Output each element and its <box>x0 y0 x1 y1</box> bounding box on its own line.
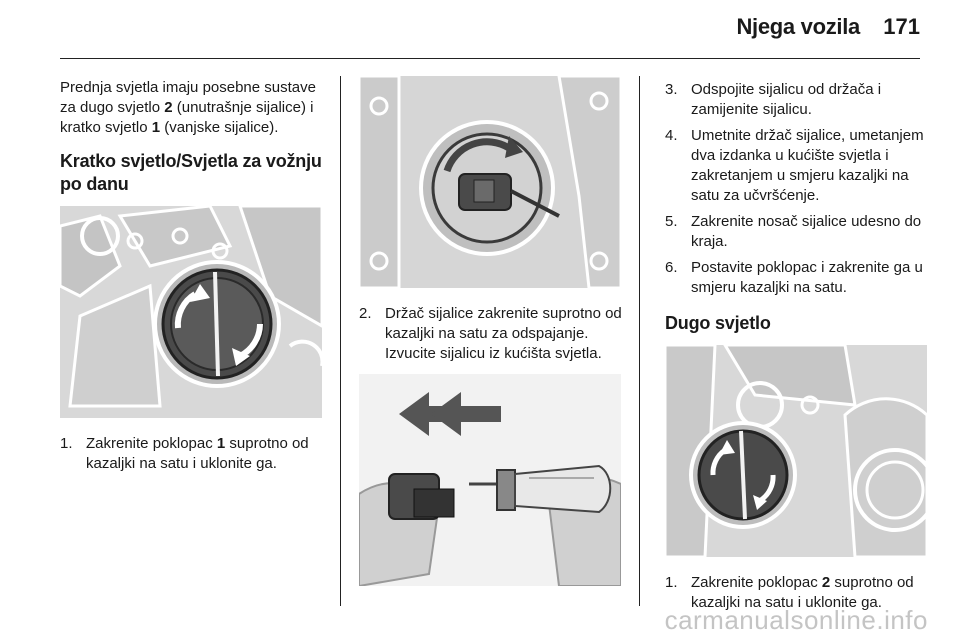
step-4: 4. Umetnite držač sijalice, umetanjem dva… <box>665 126 927 206</box>
step-text: Odspojite sijalicu od držača i zamijenit… <box>691 81 882 118</box>
low-beam-steps: 1. Zakrenite poklopac 1 suprotno od kazal… <box>60 434 328 474</box>
step-1: 1. Zakrenite poklopac 1 suprotno od kazal… <box>60 434 328 474</box>
step-5: 5. Zakrenite nosač sijalice udesno do kra… <box>665 212 927 252</box>
step-1: 1. Zakrenite poklopac 2 suprotno od kazal… <box>665 573 927 613</box>
page-number: 171 <box>883 14 920 39</box>
bulb-holder-illustration <box>359 76 621 288</box>
right-column: 3. Odspojite sijalicu od držača i zamijen… <box>665 80 927 613</box>
step-number: 2. <box>359 305 372 322</box>
column-divider-1 <box>340 76 341 606</box>
intro-ref-1: 1 <box>151 119 161 136</box>
step-text-2: suprotno od kazaljki na satu i uklonite … <box>691 574 914 611</box>
intro-paragraph: Prednja svjetla imaju posebne sustave za… <box>60 78 328 138</box>
high-beam-cover-illustration <box>665 345 927 557</box>
header-rule <box>60 58 920 59</box>
step-text-1: Zakrenite poklopac <box>691 574 822 591</box>
step-text: Zakrenite nosač sijalice udesno do kraja… <box>691 213 922 250</box>
step-number: 4. <box>665 127 678 144</box>
step-number: 3. <box>665 81 678 98</box>
step-3: 3. Odspojite sijalicu od držača i zamijen… <box>665 80 927 120</box>
step-ref: 2 <box>821 574 831 591</box>
bulb-removal-illustration <box>359 374 621 586</box>
high-beam-steps: 1. Zakrenite poklopac 2 suprotno od kazal… <box>665 573 927 613</box>
high-beam-heading: Dugo svjetlo <box>665 313 771 333</box>
step-number: 1. <box>60 435 73 452</box>
column-divider-2 <box>639 76 640 606</box>
step-text: Postavite poklopac i zakrenite ga u smje… <box>691 259 923 296</box>
step-6: 6. Postavite poklopac i zakrenite ga u sm… <box>665 258 927 298</box>
low-beam-cover-illustration <box>60 206 322 418</box>
step-number: 1. <box>665 574 678 591</box>
step-number: 6. <box>665 259 678 276</box>
step-2: 2. Držač sijalice zakrenite suprotno od k… <box>359 304 625 364</box>
intro-text-3: (vanjske sijalice). <box>160 119 279 136</box>
step-text: Držač sijalice zakrenite suprotno od kaz… <box>385 305 622 362</box>
step-ref: 1 <box>216 435 226 452</box>
step-text-2: suprotno od kazaljki na satu i uklonite … <box>86 435 309 472</box>
low-beam-heading: Kratko svjetlo/Svjetla za vožnju po danu <box>60 151 322 194</box>
step-text-1: Zakrenite poklopac <box>86 435 217 452</box>
page-header-title: Njega vozila <box>736 14 860 39</box>
middle-column: 2. Držač sijalice zakrenite suprotno od k… <box>359 76 625 586</box>
step-number: 5. <box>665 213 678 230</box>
intro-ref-2: 2 <box>164 99 173 116</box>
step-text: Umetnite držač sijalice, umetanjem dva i… <box>691 127 924 204</box>
intro-text-1: Prednja svjetla imaju posebne sustave za… <box>60 79 316 116</box>
step-2-list: 2. Držač sijalice zakrenite suprotno od k… <box>359 304 625 364</box>
watermark: carmanualsonline.info <box>664 605 928 635</box>
bulb-replacement-steps: 3. Odspojite sijalicu od držača i zamijen… <box>665 80 927 298</box>
intro-text-2: (unutrašnje sijalice) i kratko svjetlo <box>60 99 314 136</box>
left-column: Prednja svjetla imaju posebne sustave za… <box>60 78 328 474</box>
